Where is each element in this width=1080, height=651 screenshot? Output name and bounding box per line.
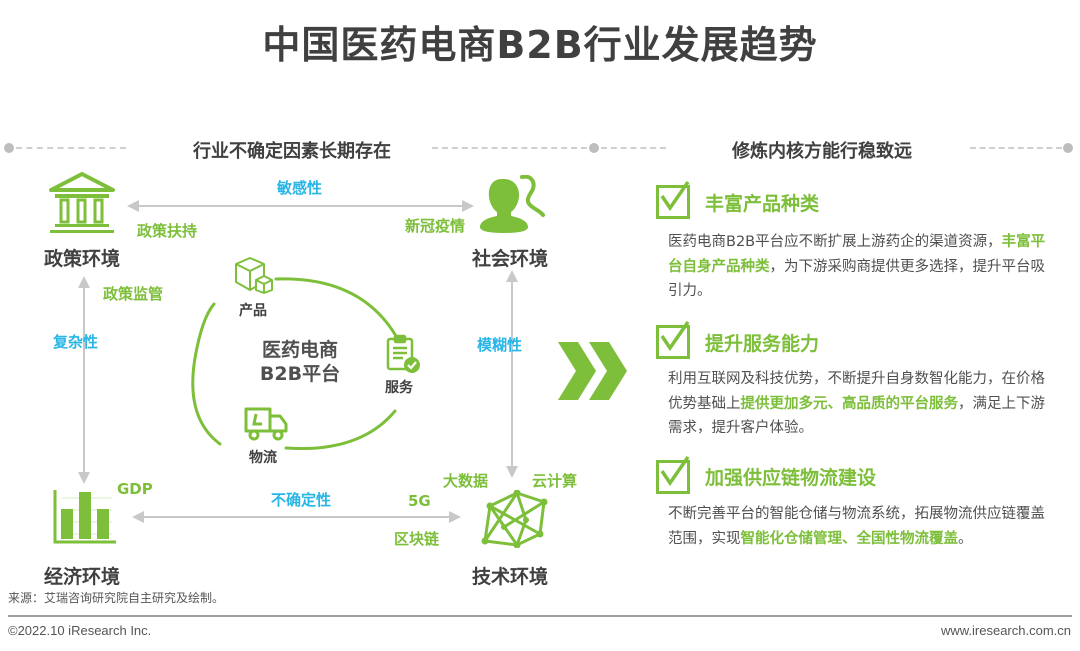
policy-environment-label: 政策环境: [44, 248, 121, 270]
header-dot: [1063, 143, 1073, 153]
trend-item-body: 利用互联网及科技优势，不断提升自身数智化能力，在价格优势基础上提供更加多元、高品…: [668, 367, 1048, 441]
source-note: 来源：艾瑞咨询研究院自主研究及绘制。: [8, 591, 225, 605]
arrow-right-head: [462, 200, 474, 212]
trend-item-title: 加强供应链物流建设: [705, 467, 877, 489]
platform-center-label: 医药电商 B2B平台: [250, 338, 350, 386]
arrow-left-head: [132, 511, 144, 523]
body-highlight: 提供更加多元、高品质的平台服务: [740, 395, 959, 412]
bar-chart-icon: [52, 488, 118, 546]
ambiguity-label: 模糊性: [477, 336, 523, 354]
trend-item-body: 医药电商B2B平台应不断扩展上游药企的渠道资源，丰富平台自身产品种类，为下游采购…: [668, 230, 1048, 304]
double-chevron-icon: [556, 340, 628, 402]
trend-item-title: 丰富产品种类: [705, 193, 820, 215]
header-dot: [589, 143, 599, 153]
copyright-text: ©2022.10 iResearch Inc.: [8, 623, 152, 638]
header-divider: [601, 147, 666, 149]
body-text: ，满足上下游需求，提升客户体验。: [668, 395, 1045, 437]
header-dot: [4, 143, 14, 153]
arrow-down-head: [506, 466, 518, 478]
checkbox-icon: [656, 456, 690, 494]
page-title: 中国医药电商B2B行业发展趋势: [262, 23, 818, 67]
society-environment-label: 社会环境: [472, 248, 549, 270]
body-text: ，为下游采购商提供更多选择，提升平台吸引力。: [668, 258, 1045, 300]
service-node-label: 服务: [385, 380, 413, 396]
header-divider: [432, 147, 587, 149]
checkbox-icon: [656, 321, 690, 359]
delivery-truck-icon: [244, 406, 288, 442]
blockchain-label: 区块链: [394, 530, 440, 548]
arrow-up-head: [78, 276, 90, 288]
arrow-up-head: [506, 270, 518, 282]
boxes-icon: [234, 256, 274, 294]
right-section-heading: 修炼内核方能行稳致远: [732, 141, 912, 162]
header-divider: [16, 147, 126, 149]
cloud-computing-label: 云计算: [532, 472, 578, 490]
right-connector-line: [511, 280, 513, 470]
clipboard-check-icon: [385, 334, 421, 374]
top-connector-line: [138, 205, 464, 207]
body-highlight: 智能化仓储管理、全国性物流覆盖: [740, 530, 959, 547]
platform-center-line2: B2B平台: [259, 363, 341, 385]
sensitivity-label: 敏感性: [277, 179, 323, 197]
economy-environment-label: 经济环境: [44, 566, 121, 588]
arrow-right-head: [449, 511, 461, 523]
body-highlight: 丰富平台自身产品种类: [668, 234, 1046, 275]
people-icon: [478, 174, 550, 233]
bottom-connector-line: [143, 516, 451, 518]
arrow-left-head: [127, 200, 139, 212]
network-mesh-icon: [480, 489, 548, 549]
trend-item-body: 不断完善平台的智能仓储与物流系统，拓展物流供应链覆盖范围，实现智能化仓储管理、全…: [668, 502, 1048, 551]
left-section-heading: 行业不确定因素长期存在: [193, 141, 391, 162]
product-node-label: 产品: [239, 303, 267, 319]
platform-cycle-ring: [190, 268, 430, 458]
platform-center-line1: 医药电商: [261, 339, 338, 361]
left-connector-line: [83, 286, 85, 476]
5g-label: 5G: [408, 492, 431, 510]
uncertainty-label: 不确定性: [271, 491, 332, 509]
trend-item-title: 提升服务能力: [705, 333, 820, 355]
government-building-icon: [45, 172, 119, 234]
body-text: 。: [958, 530, 973, 547]
body-text: 利用互联网及科技优势，不断提升自身数智化能力，在价格优势基础上: [668, 371, 1045, 412]
footer-divider: [8, 615, 1072, 617]
body-text: 医药电商B2B平台应不断扩展上游药企的渠道资源，: [668, 234, 1002, 250]
arrow-down-head: [78, 472, 90, 484]
technology-environment-label: 技术环境: [472, 566, 549, 588]
complexity-label: 复杂性: [53, 333, 99, 351]
body-text: 不断完善平台的智能仓储与物流系统，拓展物流供应链覆盖范围，实现: [668, 506, 1045, 547]
covid-label: 新冠疫情: [405, 217, 466, 235]
website-link[interactable]: www.iresearch.com.cn: [940, 623, 1071, 638]
checkbox-icon: [656, 181, 690, 219]
big-data-label: 大数据: [443, 472, 489, 490]
header-divider: [970, 147, 1062, 149]
policy-support-label: 政策扶持: [137, 222, 198, 240]
gdp-label: GDP: [117, 480, 153, 498]
logistics-node-label: 物流: [249, 450, 277, 466]
policy-regulation-label: 政策监管: [103, 285, 164, 303]
